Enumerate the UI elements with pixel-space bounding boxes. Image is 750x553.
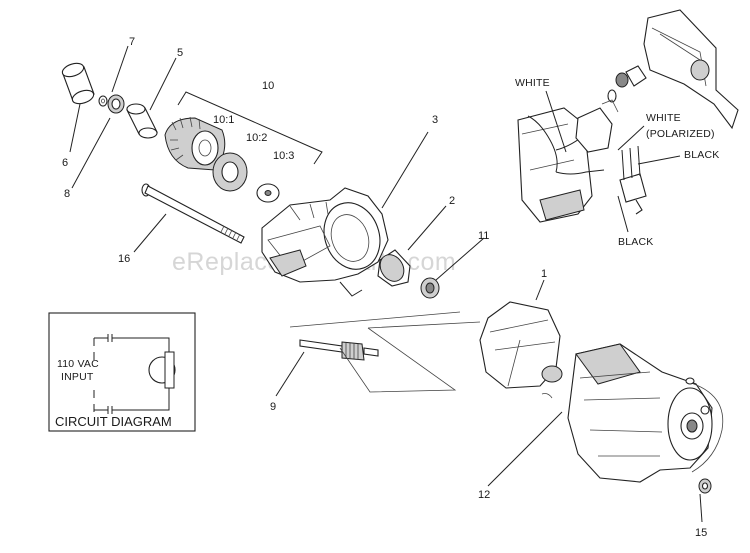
part-10-group-bracket bbox=[177, 91, 323, 165]
part-10-1-gear bbox=[164, 116, 226, 171]
part-8-bearing bbox=[107, 94, 125, 114]
part-10-3-flat-washer bbox=[256, 183, 280, 203]
circuit-bottom-wire bbox=[94, 388, 170, 414]
callout-9: 9 bbox=[270, 401, 276, 413]
callout-10: 10 bbox=[262, 80, 274, 92]
part-10-2-washer bbox=[212, 152, 248, 192]
leader-lines bbox=[69, 45, 703, 523]
callout-16: 16 bbox=[118, 253, 130, 265]
part-callouts: 7 5 10 10:1 10:2 10:3 3 2 11 1 6 8 16 9 … bbox=[62, 36, 707, 539]
alignment-lines bbox=[289, 311, 481, 393]
motor-brush-symbol bbox=[164, 351, 175, 389]
circuit-diagram-title: CIRCUIT DIAGRAM bbox=[55, 414, 172, 429]
callout-6: 6 bbox=[62, 157, 68, 169]
label-white-polarized-2: (POLARIZED) bbox=[646, 128, 715, 140]
callout-10-3: 10:3 bbox=[273, 150, 294, 162]
callout-1: 1 bbox=[541, 268, 547, 280]
callout-10-2: 10:2 bbox=[246, 132, 267, 144]
label-white: WHITE bbox=[515, 77, 550, 89]
callout-11: 11 bbox=[478, 230, 489, 242]
circuit-diagram: 110 VAC INPUT CIRCUIT DIAGRAM bbox=[48, 312, 196, 432]
part-2-cup bbox=[377, 249, 411, 287]
callout-8: 8 bbox=[64, 188, 70, 200]
part-7-ring bbox=[98, 95, 108, 107]
part-3-housing bbox=[261, 187, 389, 297]
part-1-end-cap bbox=[479, 301, 563, 399]
label-black-right: BLACK bbox=[684, 149, 719, 161]
circuit-input-line2: INPUT bbox=[61, 371, 94, 383]
callout-15: 15 bbox=[695, 527, 707, 539]
callout-7: 7 bbox=[129, 36, 135, 48]
callout-5: 5 bbox=[177, 47, 183, 59]
wire-labels: WHITE WHITE (POLARIZED) BLACK BLACK bbox=[515, 77, 719, 248]
label-black-bottom: BLACK bbox=[618, 236, 653, 248]
callout-2: 2 bbox=[449, 195, 455, 207]
part-9-shaft bbox=[299, 339, 379, 361]
label-white-polarized-1: WHITE bbox=[646, 112, 681, 124]
part-11-nut bbox=[420, 277, 440, 299]
part-5-pin bbox=[126, 103, 158, 139]
part-16-bolt bbox=[141, 183, 245, 244]
circuit-input-line1: 110 VAC bbox=[57, 358, 99, 370]
part-12-motor bbox=[567, 343, 724, 483]
callout-12: 12 bbox=[478, 489, 490, 501]
circuit-top-wire bbox=[94, 334, 170, 352]
switch-assembly bbox=[517, 9, 739, 223]
part-15-screw bbox=[698, 478, 712, 494]
callout-3: 3 bbox=[432, 114, 438, 126]
callout-10-1: 10:1 bbox=[213, 114, 234, 126]
part-6-sleeve bbox=[61, 62, 95, 105]
